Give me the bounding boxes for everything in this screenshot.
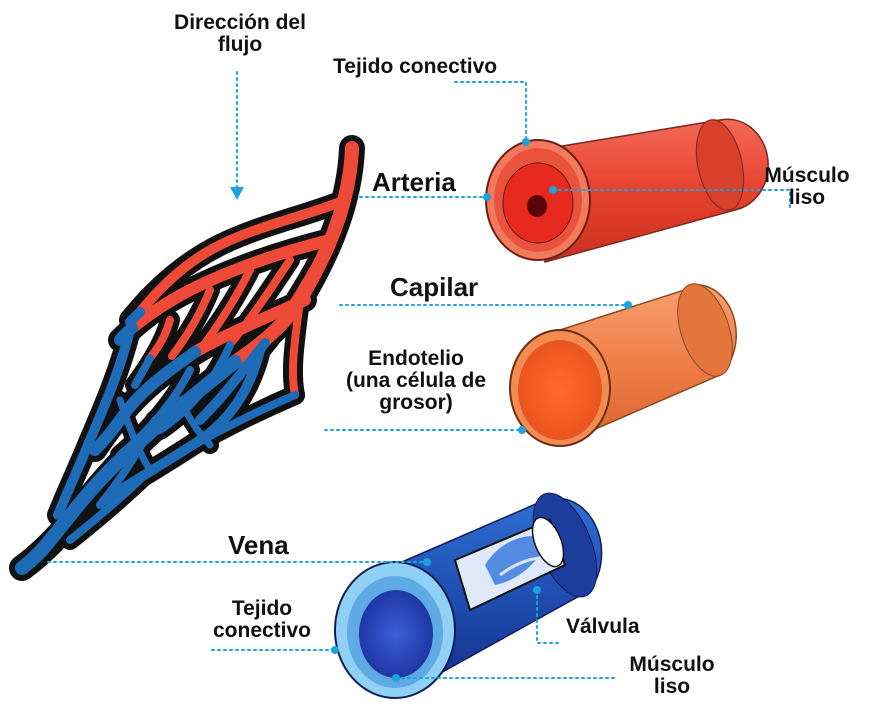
endothelium-line-2: (una célula de <box>345 369 487 392</box>
leader-lines <box>47 71 791 679</box>
flow-direction-line-2: flujo <box>217 33 263 56</box>
artery-vessel <box>485 118 769 263</box>
down-arrow-icon <box>230 187 244 200</box>
artery-muscle-line-1: Músculo <box>764 164 850 187</box>
vein-connective-label: Tejido conectivo <box>192 598 332 642</box>
artery-muscle-line-2: liso <box>788 186 826 209</box>
valve-label: Válvula <box>566 615 640 638</box>
capillary-label: Capilar <box>390 272 479 302</box>
valve-leader <box>536 589 561 644</box>
endothelium-label: Endotelio (una célula de grosor) <box>326 348 506 414</box>
artery-connective-leader <box>454 81 527 143</box>
vein-vessel <box>334 492 603 699</box>
vein-muscle-line-2: liso <box>653 675 691 698</box>
leader-dots <box>331 138 632 682</box>
vein-muscle-line-1: Músculo <box>629 653 715 676</box>
artery-muscle-label: Músculo liso <box>752 165 862 209</box>
endothelium-line-1: Endotelio <box>368 347 464 370</box>
vein-connective-line-2: conectivo <box>212 619 312 642</box>
capillary-vessel <box>509 283 737 447</box>
artery-muscle-leader <box>552 189 791 211</box>
vein-muscle-label: Músculo liso <box>612 654 732 698</box>
artery-connective-label: Tejido conectivo <box>333 55 498 78</box>
endothelium-line-3: grosor) <box>379 391 453 414</box>
artery-label: Arteria <box>372 167 456 197</box>
flow-direction-label: Dirección del flujo <box>150 12 330 56</box>
vein-connective-line-1: Tejido <box>231 597 293 620</box>
capillary-network <box>9 135 365 581</box>
flow-direction-line-1: Dirección del <box>174 11 306 34</box>
vein-label: Vena <box>228 530 289 560</box>
